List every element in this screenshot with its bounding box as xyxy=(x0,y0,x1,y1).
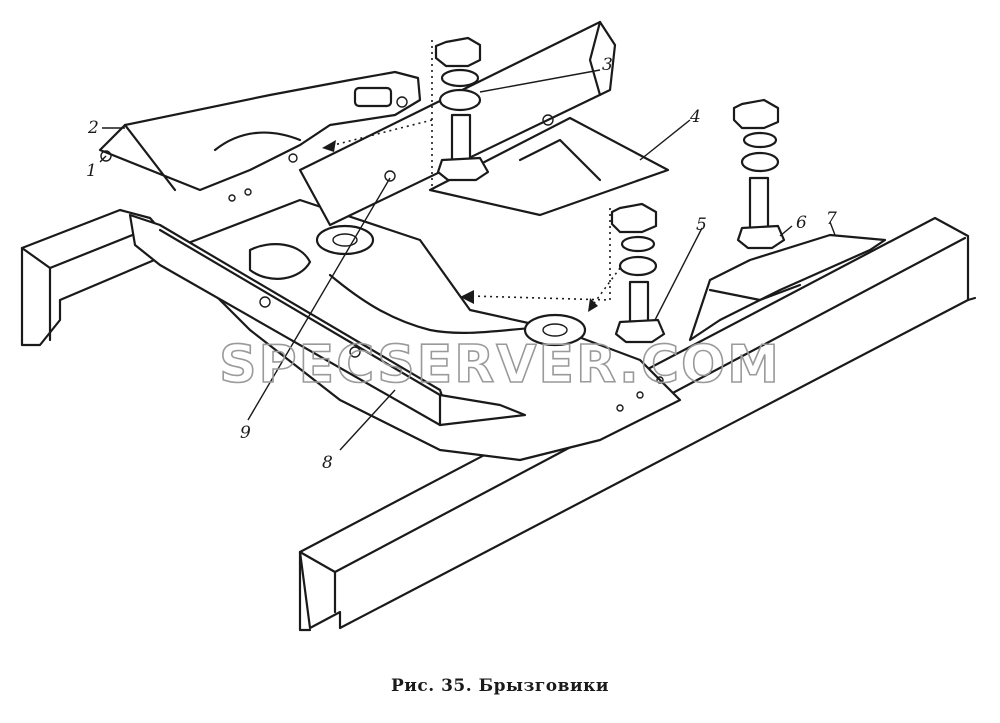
callout-2: 2 xyxy=(87,118,99,138)
mudguard-strip xyxy=(128,213,527,427)
callout-6: 6 xyxy=(796,213,807,233)
leader-lines xyxy=(99,69,836,451)
callouts: 1 2 3 4 5 6 7 8 9 xyxy=(86,55,837,473)
callout-8: 8 xyxy=(322,453,333,473)
watermark: SPECSERVER.COM xyxy=(219,335,781,395)
rail-holes xyxy=(228,188,664,412)
callout-1: 1 xyxy=(86,161,97,181)
mudguard-left xyxy=(98,70,422,192)
callout-9: 9 xyxy=(240,423,251,443)
assembly-arrows xyxy=(322,40,621,312)
mudguard-right xyxy=(688,233,887,342)
mudguard-4 xyxy=(428,116,670,217)
bolt-assembly-3 xyxy=(434,36,490,182)
callout-5: 5 xyxy=(696,215,707,235)
bolt-assembly-6 xyxy=(732,98,786,250)
callout-3: 3 xyxy=(602,55,613,75)
figure-caption: Рис. 35. Брызговики xyxy=(391,676,609,696)
bolt-assembly-5 xyxy=(610,202,666,344)
callout-4: 4 xyxy=(689,107,701,127)
callout-7: 7 xyxy=(826,209,837,229)
cross-member xyxy=(168,198,682,462)
